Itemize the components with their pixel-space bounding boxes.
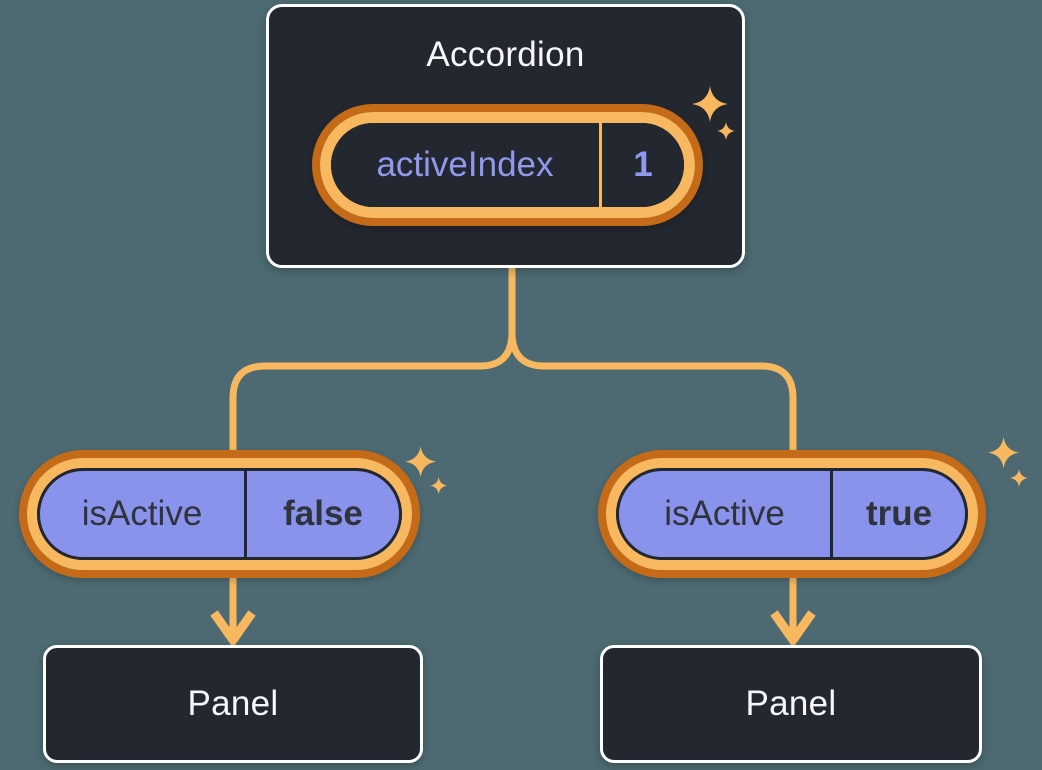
sparkle-icon: [405, 446, 437, 478]
prop-pill-right: isActive true: [598, 450, 986, 578]
prop-pill-ring: isActive true: [606, 458, 978, 570]
panel-title: Panel: [187, 684, 279, 723]
pill-divider: [244, 471, 247, 557]
sparkle-icon: [1010, 469, 1028, 487]
prop-pill-ring: isActive false: [27, 458, 412, 570]
prop-value: false: [283, 494, 363, 533]
panel-title: Panel: [745, 684, 837, 723]
prop-pill-body: isActive false: [37, 468, 402, 560]
prop-value: true: [865, 494, 933, 533]
state-pill-body: activeIndex 1: [331, 123, 684, 207]
state-name-label: activeIndex: [376, 145, 554, 184]
prop-name-label: isActive: [664, 494, 785, 533]
arrow-down-icon: [210, 610, 256, 648]
state-pill-ring: activeIndex 1: [320, 112, 695, 218]
sparkle-icon: [988, 437, 1020, 469]
arrow-down-icon: [770, 610, 816, 648]
pill-divider: [830, 471, 833, 557]
pill-divider: [599, 123, 602, 207]
state-pill: activeIndex 1: [312, 104, 703, 226]
panel-node-left: Panel: [43, 645, 423, 763]
branch-left-connector: [229, 267, 516, 465]
prop-name-label: isActive: [81, 494, 203, 533]
state-value: 1: [633, 145, 653, 184]
prop-pill-body: isActive true: [616, 468, 968, 560]
accordion-title: Accordion: [426, 35, 585, 74]
prop-pill-left: isActive false: [19, 450, 420, 578]
sparkle-icon: [430, 477, 448, 495]
branch-right-connector: [508, 267, 797, 465]
panel-node-right: Panel: [600, 645, 982, 763]
